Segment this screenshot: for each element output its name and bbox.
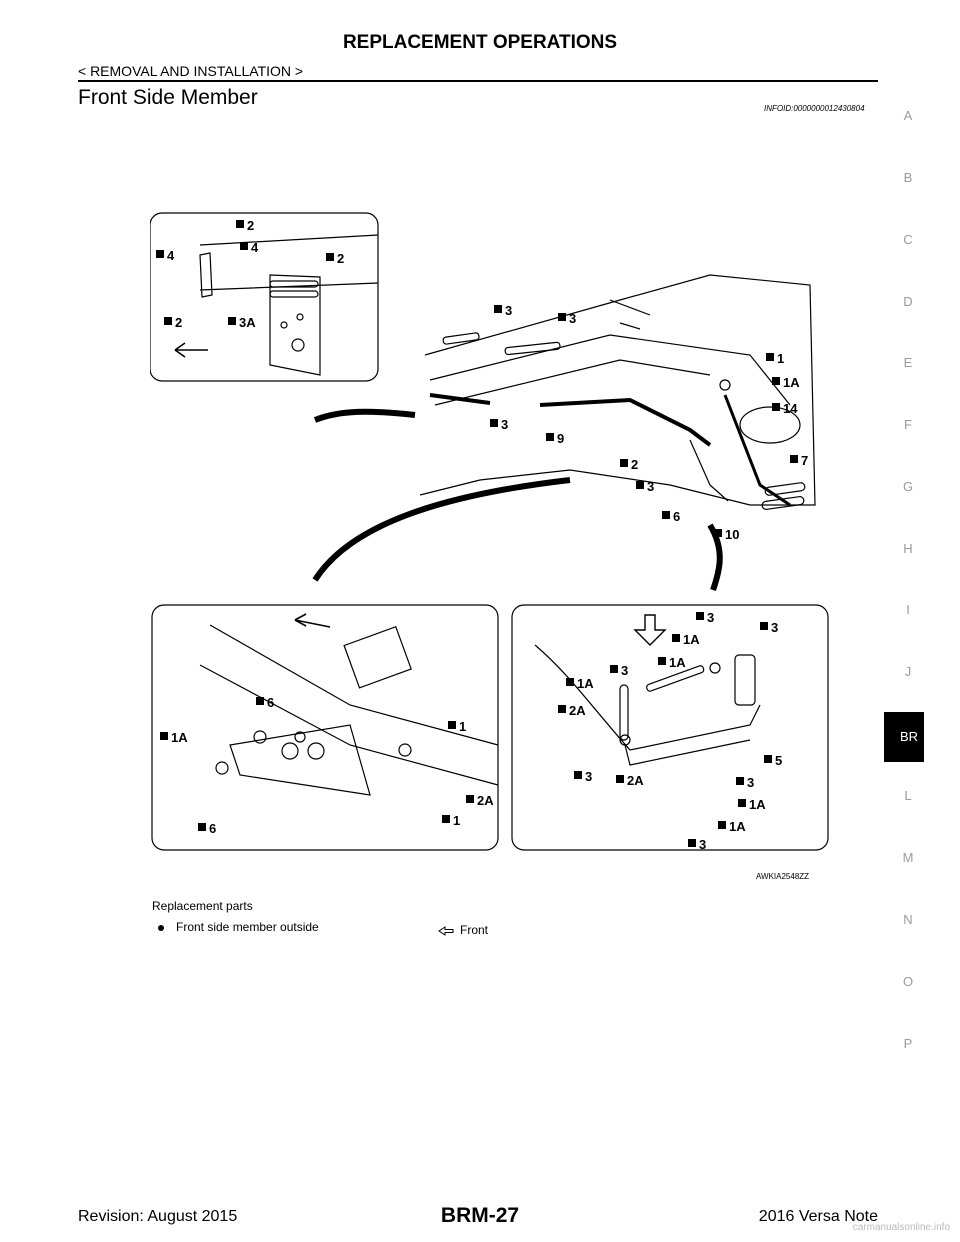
callout-br-6: 1A xyxy=(577,676,594,691)
side-index-o[interactable]: O xyxy=(902,974,914,989)
legend-item: Front side member outside xyxy=(158,920,319,934)
info-id: INFOID:0000000012430804 xyxy=(764,104,865,113)
legend-item-label: Front side member outside xyxy=(176,920,319,934)
side-index-active-tab[interactable]: BR xyxy=(884,712,924,762)
callout-tl-6: 3A xyxy=(239,315,256,330)
side-index-active-label: BR xyxy=(900,729,919,744)
side-index-b[interactable]: B xyxy=(903,170,913,185)
section-title: Front Side Member xyxy=(78,86,258,109)
callout-main-2: 3 xyxy=(569,311,576,326)
side-index-h[interactable]: H xyxy=(903,541,913,556)
callout-tl-5: 2 xyxy=(175,315,182,330)
side-index-i[interactable]: I xyxy=(906,602,910,617)
callout-main-4: 1A xyxy=(783,375,800,390)
callout-tl-2: 4 xyxy=(251,240,259,255)
inset-bottom-left-frame xyxy=(151,604,499,851)
front-legend-label: Front xyxy=(460,923,489,937)
callout-br-14: 3 xyxy=(699,837,706,852)
callout-br-5: 3 xyxy=(621,663,628,678)
callout-br-8: 5 xyxy=(775,753,782,768)
callout-bl-6: 1 xyxy=(453,813,460,828)
side-index-m[interactable]: M xyxy=(902,850,914,865)
side-index-l[interactable]: L xyxy=(904,788,912,803)
callout-tl-4: 2 xyxy=(337,251,344,266)
footer-model: 2016 Versa Note xyxy=(758,1208,878,1225)
footer-page-number: BRM-27 xyxy=(440,1204,520,1227)
callout-bl-4: 2A xyxy=(477,793,494,808)
callout-br-11: 3 xyxy=(747,775,754,790)
side-index-a[interactable]: A xyxy=(903,108,913,123)
figure-id: AWKIA2548ZZ xyxy=(756,872,810,881)
side-index-p[interactable]: P xyxy=(903,1036,913,1051)
callout-br-2: 3 xyxy=(771,620,778,635)
callout-bl-5: 6 xyxy=(209,821,216,836)
legend-title: Replacement parts xyxy=(152,899,253,913)
header-rule xyxy=(78,80,878,82)
callout-br-1: 3 xyxy=(707,610,714,625)
page-header-subtitle: < REMOVAL AND INSTALLATION > xyxy=(78,63,304,79)
callout-br-9: 3 xyxy=(585,769,592,784)
callout-br-10: 2A xyxy=(627,773,644,788)
callout-main-3: 1 xyxy=(777,351,784,366)
callout-br-4: 1A xyxy=(669,655,686,670)
callout-br-3: 1A xyxy=(683,632,700,647)
callout-bl-2: 1A xyxy=(171,730,188,745)
callout-main-7: 9 xyxy=(557,431,564,446)
callout-tl-3: 4 xyxy=(167,248,175,263)
front-legend: Front xyxy=(438,923,488,937)
callout-main-8: 2 xyxy=(631,457,638,472)
side-index-d[interactable]: D xyxy=(903,294,913,309)
inset-top-left-frame xyxy=(150,212,379,382)
footer-revision: Revision: August 2015 xyxy=(78,1208,238,1225)
callout-main-11: 6 xyxy=(673,509,680,524)
bullet-icon xyxy=(158,924,164,931)
callout-br-7: 2A xyxy=(569,703,586,718)
watermark: carmanualsonline.info xyxy=(852,1222,950,1233)
callout-main-1: 3 xyxy=(505,303,512,318)
side-index-g[interactable]: G xyxy=(902,479,914,494)
side-index-f[interactable]: F xyxy=(904,417,912,432)
callout-tl-1: 2 xyxy=(247,218,254,233)
callout-main-9: 7 xyxy=(801,453,808,468)
inset-bottom-right-frame xyxy=(511,604,829,851)
front-arrow-icon xyxy=(438,925,454,936)
callout-br-12: 1A xyxy=(749,797,766,812)
callout-main-12: 10 xyxy=(725,527,739,542)
front-side-member-figure: 2 4 4 2 2 3A 3 3 1 1A 14 3 9 2 7 3 6 10 … xyxy=(150,212,829,852)
side-index-j[interactable]: J xyxy=(904,664,912,679)
callout-main-5: 14 xyxy=(783,401,798,416)
side-index-e[interactable]: E xyxy=(903,355,913,370)
callout-br-13: 1A xyxy=(729,819,746,834)
callout-bl-1: 6 xyxy=(267,695,274,710)
side-index-c[interactable]: C xyxy=(903,232,913,247)
side-index-n[interactable]: N xyxy=(903,912,913,927)
callout-main-6: 3 xyxy=(501,417,508,432)
callout-main-10: 3 xyxy=(647,479,654,494)
page-header-title: REPLACEMENT OPERATIONS xyxy=(342,32,618,53)
callout-bl-3: 1 xyxy=(459,719,466,734)
